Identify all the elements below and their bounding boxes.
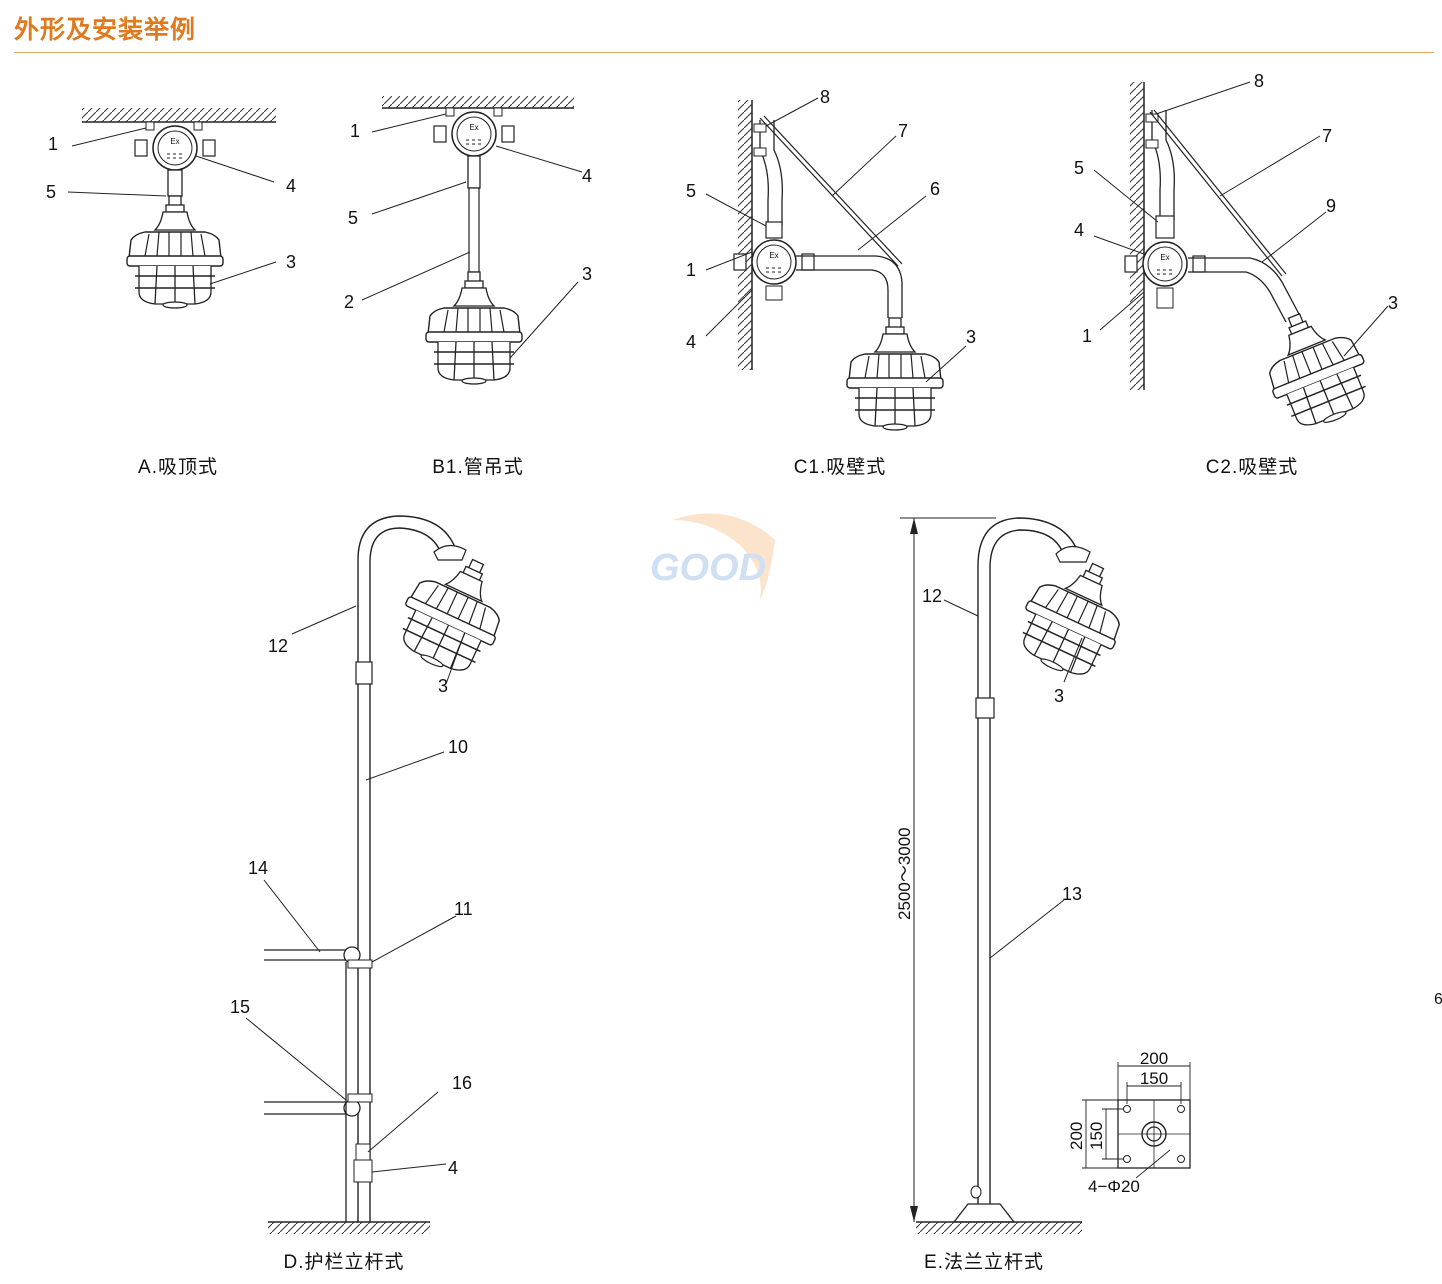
figure-e-caption: E.法兰立杆式: [924, 1251, 1044, 1273]
figure-c2-label-1: 1: [1082, 326, 1092, 346]
figure-b1-label-4: 4: [582, 166, 592, 186]
figure-a-label-1: 1: [48, 134, 58, 154]
figure-d-guardrail-pole: 12 3 10 14 11 15 16 4 D.护栏立杆式: [230, 515, 523, 1273]
bolt-hole-spec: 4−Φ20: [1088, 1177, 1140, 1196]
figure-a-label-5: 5: [46, 182, 56, 202]
figure-c2-label-7: 7: [1322, 126, 1332, 146]
flange-inner-height: 150: [1087, 1122, 1106, 1150]
figure-e-flange-pole: 2500～3000 12 3 13 E.法兰立杆式: [895, 517, 1191, 1273]
figure-d-caption: D.护栏立杆式: [283, 1251, 404, 1273]
figure-c2-label-5: 5: [1074, 158, 1084, 178]
header-divider: [14, 52, 1434, 53]
figure-c1-caption: C1.吸壁式: [794, 456, 887, 478]
figure-b1-label-1: 1: [350, 121, 360, 141]
figure-c2-label-9: 9: [1326, 196, 1336, 216]
figure-c1-label-6: 6: [930, 179, 940, 199]
figure-d-label-4: 4: [448, 1158, 458, 1178]
watermark-logo: GOOD: [650, 513, 775, 600]
figure-b1-label-2: 2: [344, 292, 354, 312]
figure-d-label-11: 11: [454, 899, 473, 919]
figure-c1-label-7: 7: [898, 121, 908, 141]
figure-c1-label-8: 8: [820, 87, 830, 107]
figure-d-label-3: 3: [438, 676, 448, 696]
figure-c1-label-1: 1: [686, 260, 696, 280]
figure-d-label-14: 14: [248, 858, 268, 878]
figure-d-label-10: 10: [448, 737, 468, 757]
figure-e-label-3: 3: [1054, 686, 1064, 706]
figure-c2-label-3: 3: [1388, 293, 1398, 313]
flange-outer-height: 200: [1067, 1122, 1086, 1150]
figure-c2-label-8: 8: [1254, 71, 1264, 91]
figure-b1-label-3: 3: [582, 264, 592, 284]
figure-c2-label-4: 4: [1074, 220, 1084, 240]
height-dimension-label: 2500～3000: [895, 827, 914, 920]
figure-a-caption: A.吸顶式: [138, 456, 218, 478]
figure-c1-label-5: 5: [686, 181, 696, 201]
figure-a-leader-lines: [67, 127, 277, 285]
section-title: 外形及安装举例: [14, 15, 197, 44]
figure-c1-wall-mount: 8 7 6 5 1 4 3 C1.吸壁式: [686, 87, 976, 478]
section-header: 外形及安装举例: [0, 0, 1442, 54]
figure-b1-caption: B1.管吊式: [432, 456, 524, 478]
figure-a-label-4: 4: [286, 176, 296, 196]
flange-plate-detail: 200 150 200 150 4−Φ20: [1067, 1049, 1191, 1196]
figure-a-label-3: 3: [286, 252, 296, 272]
svg-text:GOOD: GOOD: [650, 547, 766, 589]
figure-c2-caption: C2.吸壁式: [1206, 456, 1299, 478]
figure-c2-wall-mount: 8 7 5 9 4 3 1 C2.吸壁式: [1074, 71, 1398, 478]
flange-outer-width: 200: [1140, 1049, 1168, 1068]
figure-e-label-13: 13: [1062, 884, 1082, 904]
figure-c1-label-4: 4: [686, 332, 696, 352]
figure-d-label-15: 15: [230, 997, 250, 1017]
figure-e-label-12: 12: [922, 586, 942, 606]
figure-c1-label-3: 3: [966, 327, 976, 347]
figure-b1-label-5: 5: [348, 208, 358, 228]
edge-page-mark: 6: [1434, 991, 1442, 1008]
figure-b1-pipe-pendant: 1 4 5 2 3 B1.管吊式: [344, 96, 592, 478]
figure-d-label-12: 12: [268, 636, 288, 656]
figure-a-ceiling-mount: 1 4 5 3 A.吸顶式: [46, 108, 296, 478]
flange-inner-width: 150: [1140, 1069, 1168, 1088]
figure-d-label-16: 16: [452, 1073, 472, 1093]
